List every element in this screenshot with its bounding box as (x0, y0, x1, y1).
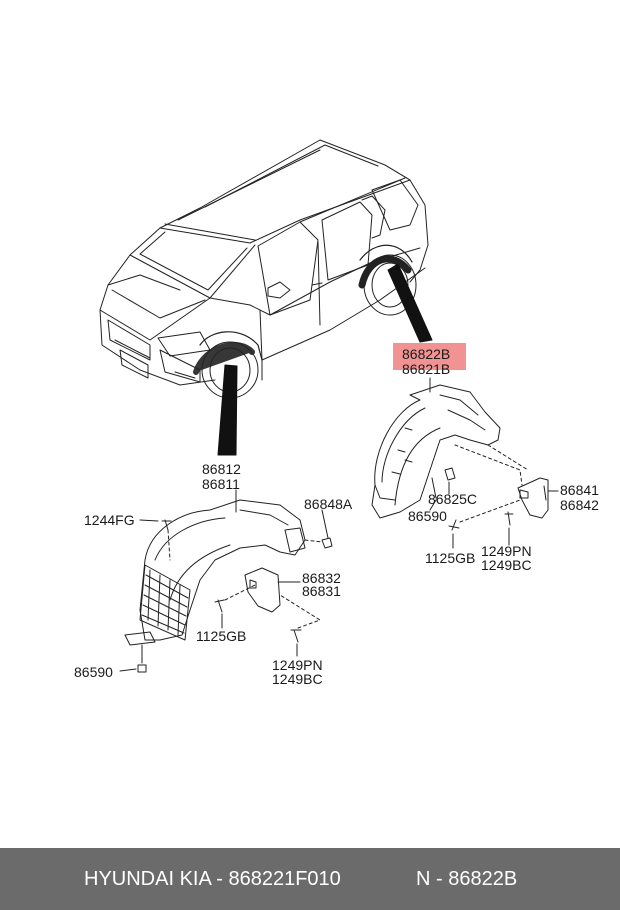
label-front-bolt-alt: 1249BC (272, 671, 323, 687)
label-rear-screw: 1125GB (425, 550, 476, 566)
front-bolt-part (290, 629, 302, 643)
front-wheel-liner (124, 499, 306, 646)
label-front-liner-alt: 86811 (202, 476, 240, 492)
label-rear-mudguard-alt: 86842 (560, 497, 599, 513)
label-rear-bolt-main: 1249PN (481, 543, 532, 559)
vehicle-outline (99, 139, 429, 399)
label-rear-mudguard-main: 86841 (560, 482, 599, 498)
front-screw-part (214, 599, 225, 613)
label-rear-clip2: 86590 (408, 508, 447, 524)
footer-bar: HYUNDAI KIA - 868221F010 N - 86822B (0, 848, 620, 910)
front-clip-bottom-part (137, 664, 147, 673)
label-front-bolt-main: 1249PN (272, 657, 323, 673)
rear-pointer (387, 263, 433, 343)
label-front-mudguard-main: 86832 (302, 570, 341, 586)
front-pointer (217, 364, 238, 456)
label-front-liner-main: 86812 (202, 461, 241, 477)
rear-screw-part (448, 519, 460, 531)
highlighted-part-box (393, 343, 466, 370)
label-front-bracket: 86848A (304, 496, 353, 512)
front-bracket-part (321, 537, 333, 549)
front-clip-top-part (161, 519, 172, 531)
exploded-view-drawing (99, 139, 559, 673)
label-front-clip-top: 1244FG (84, 512, 135, 528)
footer-ref-code: N - 86822B (416, 868, 518, 890)
rear-wheel-liner (371, 384, 501, 519)
label-front-screw: 1125GB (196, 628, 247, 644)
front-mudguard (244, 567, 281, 613)
label-rear-liner-main: 86822B (402, 346, 451, 362)
label-rear-clip: 86825C (428, 491, 478, 507)
rear-clip2-part (431, 477, 437, 499)
label-front-clip-bottom: 86590 (74, 664, 113, 680)
footer-part-number: HYUNDAI KIA - 868221F010 (84, 868, 341, 890)
label-front-mudguard-alt: 86831 (302, 583, 341, 599)
label-rear-liner-alt: 86821B (402, 361, 451, 377)
rear-bolt-part (504, 511, 514, 526)
parts-diagram: 86822B 86821B 86841 86842 86825C 86590 1… (74, 139, 599, 687)
label-rear-bolt-alt: 1249BC (481, 557, 532, 573)
rear-clip-part (444, 467, 456, 481)
rear-mudguard (517, 477, 549, 519)
